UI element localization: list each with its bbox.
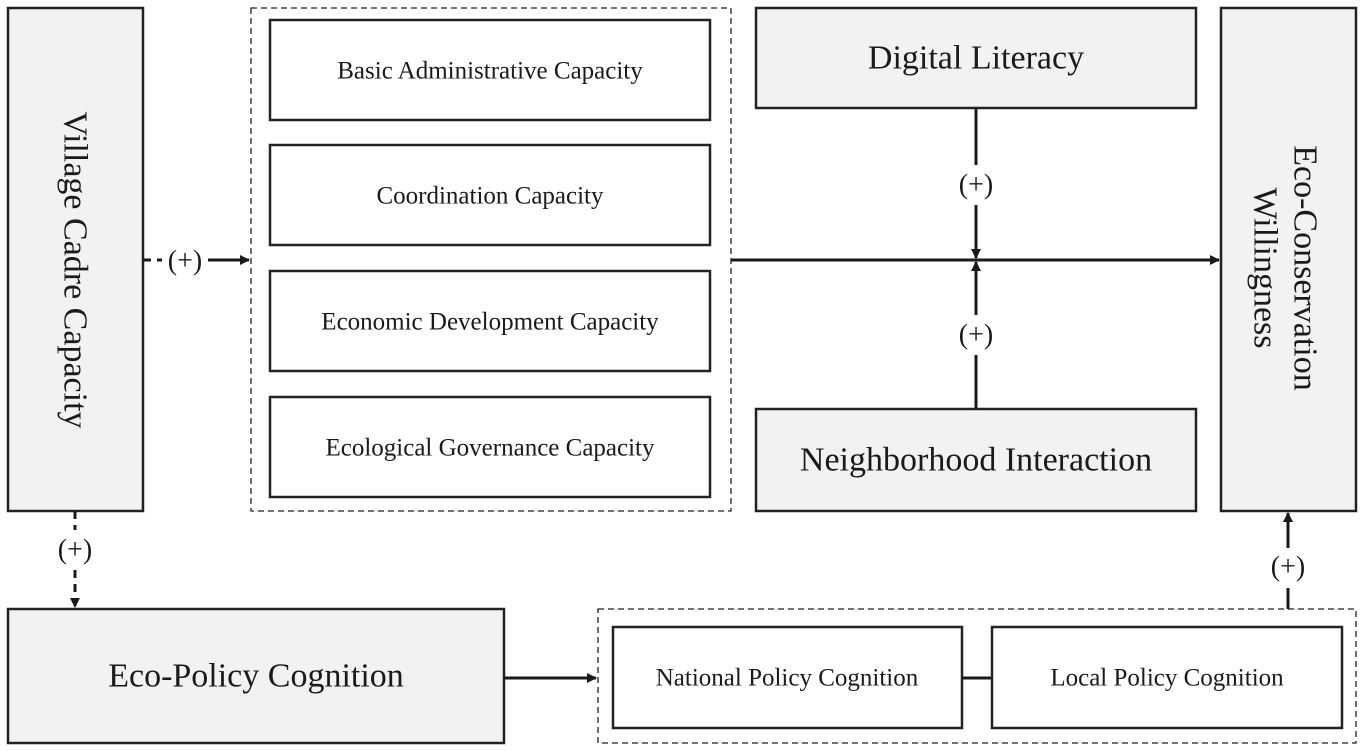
ecological-governance-capacity-node: Ecological Governance Capacity	[268, 395, 712, 499]
edge-neighborhood-moderation-label: (+)	[959, 320, 993, 351]
national-policy-cognition-node: National Policy Cognition	[611, 625, 964, 730]
edge-cadre-to-policy-label: (+)	[58, 535, 92, 566]
coordination-capacity-label: Coordination Capacity	[376, 183, 604, 210]
eco-conservation-willingness-node: Eco-Conservation Willingness	[1219, 6, 1358, 513]
digital-literacy-label: Digital Literacy	[868, 40, 1084, 77]
local-policy-cognition-label: Local Policy Cognition	[1050, 665, 1284, 692]
neighborhood-interaction-label: Neighborhood Interaction	[800, 442, 1152, 479]
village-cadre-capacity-label: Village Cadre Capacity	[57, 111, 94, 428]
edge-policy-to-willingness-label: (+)	[1271, 552, 1305, 583]
ecological-governance-capacity-label: Ecological Governance Capacity	[325, 435, 655, 462]
national-policy-cognition-label: National Policy Cognition	[656, 665, 919, 692]
eco-conservation-willingness-label-line1: Eco-Conservation	[1287, 145, 1324, 391]
eco-conservation-willingness-label-line2: Willingness	[1247, 187, 1284, 348]
edge-digital-literacy-moderation-label: (+)	[959, 170, 993, 201]
economic-development-capacity-node: Economic Development Capacity	[268, 269, 712, 373]
village-cadre-capacity-node: Village Cadre Capacity	[6, 6, 145, 513]
eco-policy-cognition-label: Eco-Policy Cognition	[108, 658, 404, 695]
digital-literacy-node: Digital Literacy	[754, 6, 1198, 110]
eco-policy-cognition-node: Eco-Policy Cognition	[6, 607, 506, 745]
economic-development-capacity-label: Economic Development Capacity	[321, 309, 659, 336]
basic-administrative-capacity-label: Basic Administrative Capacity	[337, 58, 643, 85]
edge-cadre-to-capacities-label: (+)	[168, 246, 202, 277]
policy-cognition-group	[597, 608, 1357, 744]
coordination-capacity-node: Coordination Capacity	[268, 143, 712, 247]
basic-administrative-capacity-node: Basic Administrative Capacity	[268, 18, 712, 122]
neighborhood-interaction-node: Neighborhood Interaction	[754, 407, 1198, 513]
local-policy-cognition-node: Local Policy Cognition	[990, 625, 1344, 730]
